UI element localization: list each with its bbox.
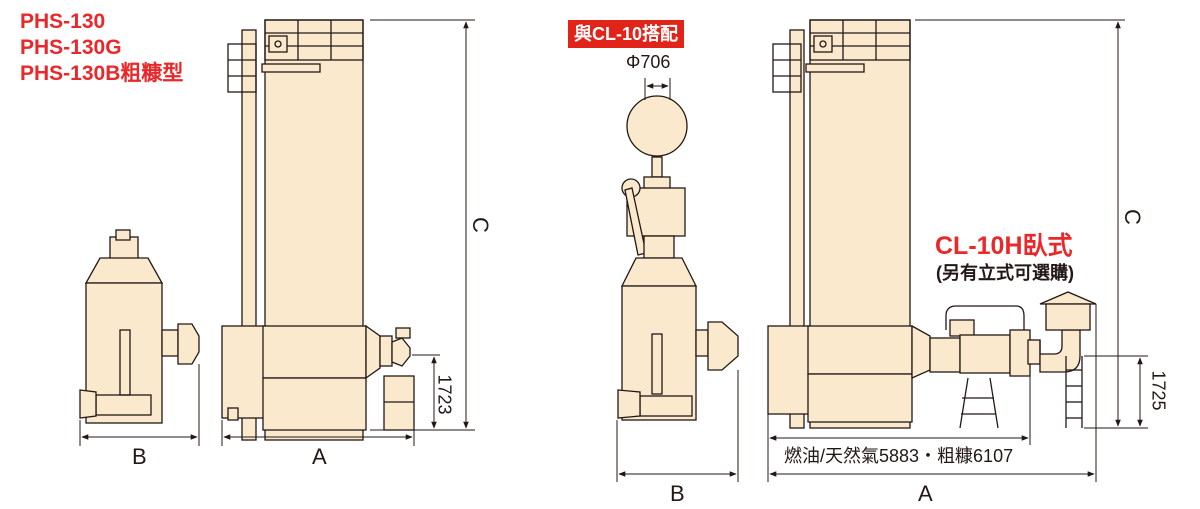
model-label-2: PHS-130G xyxy=(20,36,122,59)
dim-a-left: A xyxy=(312,444,327,469)
phi-dimension: Φ706 xyxy=(626,52,671,72)
length-note: 燃油/天然氣5883・粗糠6107 xyxy=(784,446,1014,466)
accessory-subtitle: (另有立式可選購) xyxy=(936,263,1074,283)
dim-b-right: B xyxy=(670,481,685,506)
right-side-view xyxy=(617,95,739,421)
dim-a-right: A xyxy=(918,481,933,506)
accessory-title: CL-10H臥式 xyxy=(935,232,1073,260)
left-side-view xyxy=(79,229,200,424)
dim-c-left: C xyxy=(467,217,493,233)
pairing-badge: 與CL-10搭配 xyxy=(568,20,685,48)
right-front-view xyxy=(767,19,1097,429)
left-front-view xyxy=(221,19,415,441)
dim-b-left: B xyxy=(132,444,147,469)
dimension-lines xyxy=(79,19,1148,482)
dim-c-right: C xyxy=(1119,209,1145,225)
model-label-1: PHS-130 xyxy=(20,10,106,33)
model-label-3: PHS-130B粗糠型 xyxy=(20,62,184,85)
dim-1723: 1723 xyxy=(434,374,455,415)
dim-1725: 1725 xyxy=(1148,370,1169,411)
